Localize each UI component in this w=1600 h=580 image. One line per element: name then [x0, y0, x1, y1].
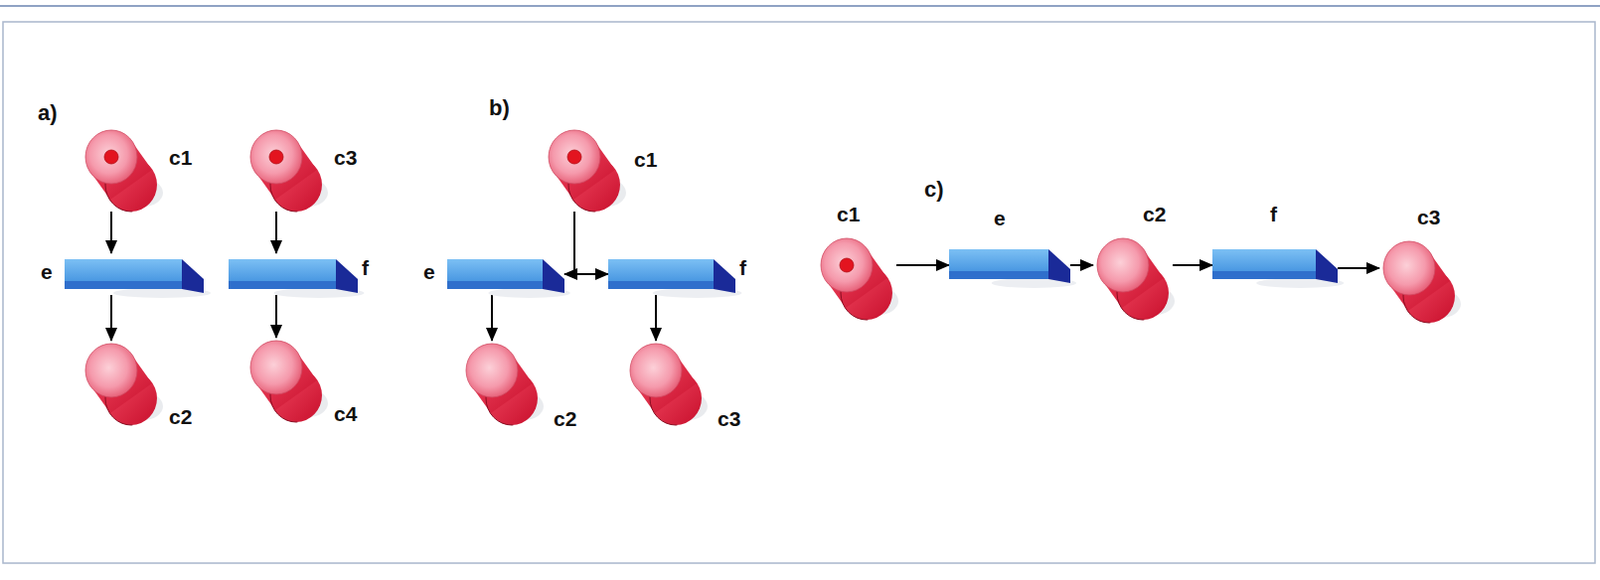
place-cylinder: c3 [626, 340, 706, 426]
place-cylinder: c2 [462, 340, 542, 426]
panel-label: b) [488, 97, 510, 120]
transition-bar: f [608, 253, 736, 296]
node-label: e [993, 207, 1006, 229]
cylinder-shape [816, 235, 897, 320]
panel-label: c) [924, 178, 945, 201]
bar-shape [1212, 243, 1338, 286]
cylinder-shape [626, 340, 706, 426]
cylinder-shape [544, 127, 625, 212]
node-label: c1 [634, 149, 657, 170]
arc-arrow [574, 211, 609, 275]
bar-shape [608, 253, 736, 296]
node-label: c2 [168, 406, 192, 428]
node-label: f [739, 257, 747, 279]
bar-shape [447, 253, 565, 296]
node-label: e [423, 261, 436, 283]
node-label: f [361, 257, 369, 279]
node-label: c2 [553, 408, 577, 430]
place-cylinder: c3 [246, 127, 326, 212]
arc-arrow [654, 295, 657, 341]
place-cylinder: c3 [1379, 238, 1459, 323]
node-label: e [40, 261, 53, 283]
place-cylinder: c1 [544, 127, 625, 212]
bar-shape [64, 253, 204, 296]
arc-arrow [110, 211, 113, 254]
cylinder-shape [81, 127, 161, 212]
arc-arrow [110, 295, 113, 341]
node-label: c4 [333, 403, 357, 425]
node-label: c3 [333, 147, 357, 168]
place-cylinder: c2 [81, 340, 161, 426]
bar-shape [949, 243, 1071, 286]
place-cylinder: c4 [246, 337, 326, 423]
transition-bar: f [228, 253, 358, 296]
node-label: c2 [1142, 203, 1166, 225]
arc-arrow [896, 264, 950, 267]
arc-arrow [275, 295, 278, 338]
panel-label: a) [37, 102, 58, 125]
cylinder-shape [1379, 238, 1459, 323]
arc-arrow [1172, 264, 1213, 267]
node-label: c3 [717, 408, 741, 430]
node-label: c3 [1417, 206, 1440, 228]
transition-bar: f [1212, 243, 1338, 286]
node-label: c1 [836, 203, 860, 225]
bar-shape [228, 253, 358, 296]
cylinder-shape [81, 340, 161, 426]
cylinder-shape [1093, 235, 1173, 320]
arc-arrow [564, 211, 575, 275]
transition-bar: e [447, 253, 565, 296]
node-label: c1 [168, 147, 192, 168]
arc-arrow [490, 295, 493, 341]
node-label: f [1270, 203, 1278, 225]
cylinder-shape [246, 127, 326, 212]
arc-arrow [1070, 264, 1094, 267]
arc-arrow [1337, 267, 1380, 270]
place-cylinder: c1 [81, 127, 161, 212]
transition-bar: e [64, 253, 204, 296]
cylinder-shape [246, 337, 326, 423]
arc-arrow [275, 211, 278, 254]
place-cylinder: c1 [816, 235, 897, 320]
place-cylinder: c2 [1093, 235, 1173, 320]
transition-bar: e [949, 243, 1071, 286]
cylinder-shape [462, 340, 542, 426]
